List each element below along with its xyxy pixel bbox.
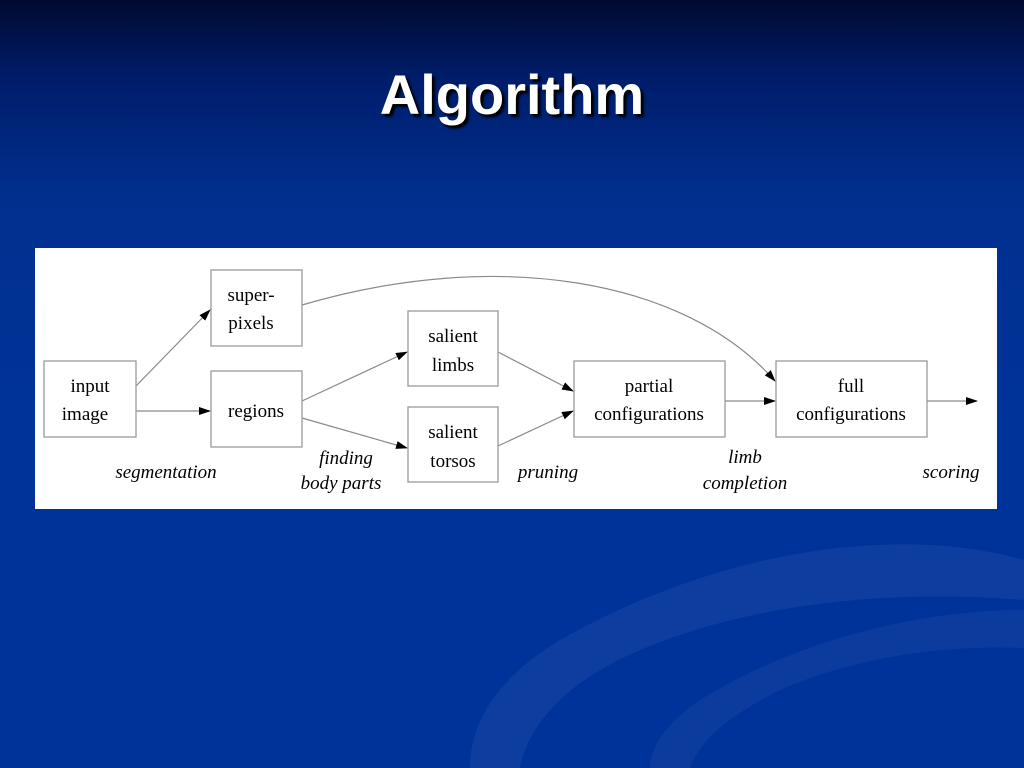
- node-salient-torsos-line2: torsos: [430, 451, 475, 472]
- node-salient-limbs: salient limbs: [407, 310, 499, 387]
- node-regions: regions: [210, 370, 303, 448]
- edge-superpixels-to-full: [301, 275, 776, 382]
- node-superpixels-line1: super-: [227, 285, 274, 306]
- diagram-edges: [135, 275, 978, 449]
- node-salient-torsos: salient torsos: [407, 406, 499, 483]
- edge-regions-to-limbs: [301, 351, 408, 402]
- node-salient-torsos-line1: salient: [428, 422, 478, 443]
- node-salient-limbs-line2: limbs: [432, 355, 474, 376]
- stage-label-completion: completion: [703, 473, 787, 494]
- edge-limbs-to-partial: [497, 351, 574, 392]
- stage-label-body-parts: body parts: [301, 473, 382, 494]
- node-input-image-line1: input: [70, 376, 110, 397]
- node-full-configurations-line1: full: [838, 376, 864, 397]
- stage-label-limb: limb: [728, 447, 762, 468]
- node-full-configurations: full configurations: [775, 360, 928, 438]
- algorithm-diagram: input image super- pixels regions salien…: [35, 248, 997, 509]
- diagram-canvas: input image super- pixels regions salien…: [43, 269, 980, 494]
- stage-label-scoring: scoring: [923, 462, 980, 483]
- edge-input-to-superpixels: [135, 309, 211, 387]
- node-partial-configurations-line2: configurations: [594, 404, 704, 425]
- stage-label-pruning: pruning: [516, 462, 578, 483]
- node-superpixels-line2: pixels: [228, 313, 273, 334]
- node-partial-configurations: partial configurations: [573, 360, 726, 438]
- edge-torsos-to-partial: [497, 410, 574, 447]
- stage-label-segmentation: segmentation: [115, 462, 216, 483]
- node-superpixels: super- pixels: [210, 269, 303, 347]
- node-input-image-line2: image: [62, 404, 108, 425]
- edge-regions-to-torsos: [301, 417, 408, 449]
- node-salient-limbs-line1: salient: [428, 326, 478, 347]
- node-full-configurations-line2: configurations: [796, 404, 906, 425]
- node-regions-line1: regions: [228, 401, 284, 422]
- node-partial-configurations-line1: partial: [625, 376, 674, 397]
- stage-label-finding: finding: [319, 448, 373, 469]
- slide-title: Algorithm: [379, 63, 645, 126]
- node-input-image: input image: [43, 360, 137, 438]
